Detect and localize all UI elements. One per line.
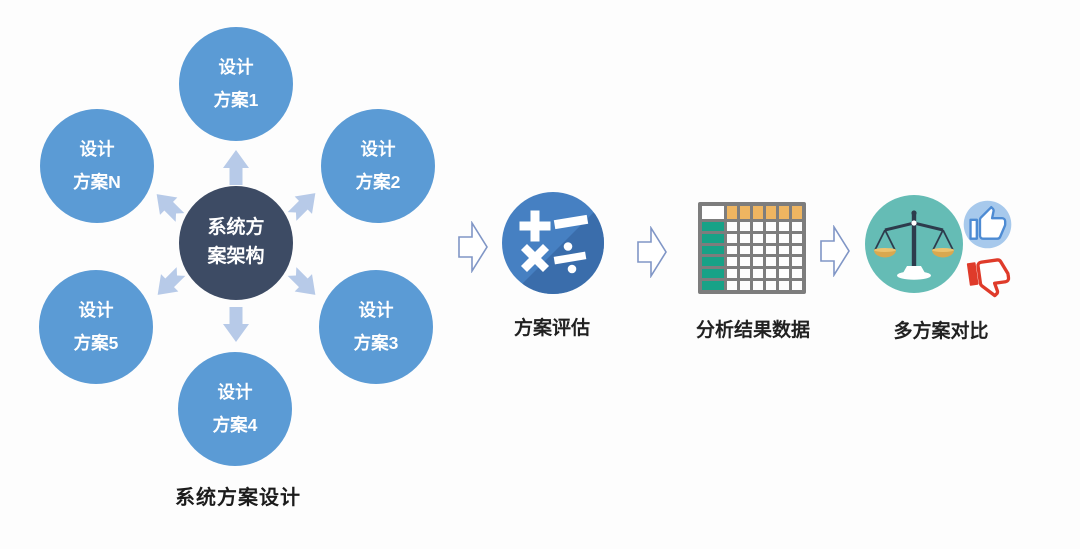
plan-1-line2: 方案1 — [213, 89, 259, 110]
table-cell — [727, 233, 737, 243]
radiate-arrow-up-left-icon — [156, 194, 185, 222]
thumb-up-icon — [963, 200, 1012, 249]
math-operations-icon — [502, 192, 604, 294]
table-cell — [766, 245, 776, 255]
plan-5-line2: 方案5 — [73, 332, 119, 353]
table-cell — [753, 269, 763, 279]
analysis-data-label: 分析结果数据 — [695, 320, 810, 341]
table-cell — [702, 245, 724, 255]
table-cell — [792, 281, 802, 290]
table-cell — [727, 206, 737, 219]
circle-design-plan-n: 设计 方案N — [40, 109, 154, 223]
data-table-icon — [698, 202, 806, 294]
plan-4-line2: 方案4 — [212, 414, 258, 435]
plan-1-line1: 设计 — [218, 57, 254, 78]
table-cell — [740, 222, 750, 231]
table-cell — [753, 222, 763, 231]
hub-line1: 系统方 — [207, 217, 265, 239]
radiate-arrow-up-icon — [223, 150, 249, 185]
plan-3-line2: 方案3 — [353, 332, 399, 353]
table-cell — [779, 257, 789, 267]
table-cell — [727, 245, 737, 255]
evaluation-label: 方案评估 — [513, 318, 590, 339]
flow-arrow-2-icon — [637, 226, 667, 278]
table-cell — [779, 269, 789, 279]
table-cell — [702, 281, 724, 290]
table-cell — [727, 269, 737, 279]
table-cell — [753, 206, 763, 219]
table-cell — [792, 257, 802, 267]
table-cell — [740, 233, 750, 243]
table-cell — [792, 222, 802, 231]
table-cell — [702, 206, 724, 219]
cluster-caption: 系统方案设计 — [175, 487, 301, 509]
table-cell — [792, 269, 802, 279]
table-cell — [753, 245, 763, 255]
table-cell — [727, 281, 737, 290]
table-cell — [779, 245, 789, 255]
circle-design-plan-5: 设计 方案5 — [39, 270, 153, 384]
table-cell — [753, 281, 763, 290]
plan-n-line2: 方案N — [73, 171, 121, 192]
table-cell — [779, 281, 789, 290]
radiate-arrow-down-left-icon — [157, 267, 186, 295]
table-cell — [740, 206, 750, 219]
table-cell — [753, 233, 763, 243]
thumb-down-icon — [966, 258, 1011, 298]
table-cell — [740, 245, 750, 255]
radiate-arrow-down-icon — [223, 307, 249, 342]
table-cell — [792, 233, 802, 243]
table-cell — [727, 257, 737, 267]
table-cell — [702, 233, 724, 243]
plan-2-line1: 设计 — [360, 139, 396, 160]
balance-scale-icon — [865, 195, 963, 293]
table-cell — [740, 257, 750, 267]
plan-3-line1: 设计 — [358, 300, 394, 321]
radiate-arrow-up-right-icon — [287, 193, 316, 221]
table-cell — [766, 233, 776, 243]
table-cell — [766, 269, 776, 279]
circle-system-architecture-hub: 系统方 案架构 — [179, 186, 293, 300]
table-cell — [740, 281, 750, 290]
table-cell — [779, 222, 789, 231]
table-cell — [766, 257, 776, 267]
plan-2-line2: 方案2 — [355, 171, 401, 192]
hub-line2: 案架构 — [207, 246, 265, 267]
table-cell — [702, 269, 724, 279]
circle-design-plan-4: 设计 方案4 — [178, 352, 292, 466]
table-cell — [740, 269, 750, 279]
circle-design-plan-1: 设计 方案1 — [179, 27, 293, 141]
table-cell — [766, 281, 776, 290]
circle-design-plan-3: 设计 方案3 — [319, 270, 433, 384]
table-cell — [753, 257, 763, 267]
plan-5-line1: 设计 — [78, 300, 114, 321]
table-cell — [779, 206, 789, 219]
circle-design-plan-2: 设计 方案2 — [321, 109, 435, 223]
table-cell — [766, 206, 776, 219]
radiate-arrow-down-right-icon — [287, 267, 316, 295]
plan-n-line1: 设计 — [79, 139, 115, 160]
flow-arrow-3-icon — [820, 225, 850, 277]
table-cell — [792, 245, 802, 255]
comparison-label: 多方案对比 — [893, 321, 989, 342]
plan-4-line1: 设计 — [217, 382, 253, 403]
table-cell — [702, 222, 724, 231]
table-cell — [779, 233, 789, 243]
table-cell — [727, 222, 737, 231]
table-cell — [792, 206, 802, 219]
table-cell — [702, 257, 724, 267]
table-cell — [766, 222, 776, 231]
flow-arrow-1-icon — [458, 221, 488, 273]
